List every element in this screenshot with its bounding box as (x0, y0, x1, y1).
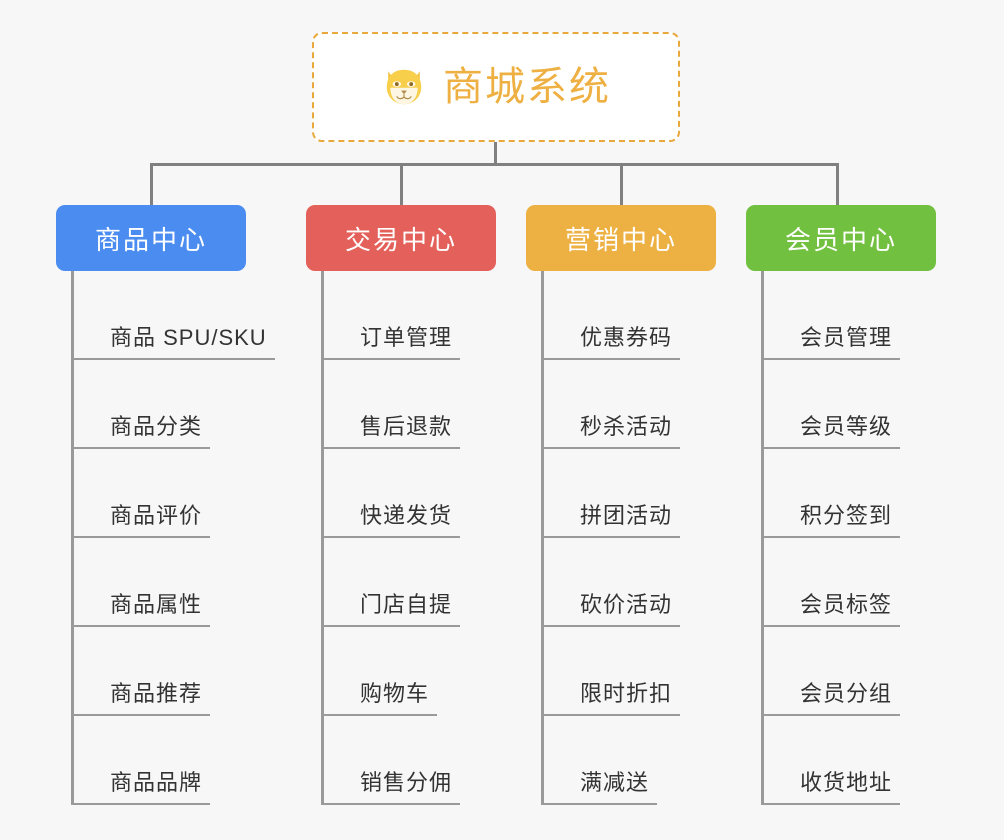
list-item[interactable]: 秒杀活动 (544, 360, 680, 449)
list-item[interactable]: 会员标签 (764, 538, 900, 627)
list-item-label: 会员分组 (800, 681, 893, 706)
list-item[interactable]: 限时折扣 (544, 627, 680, 716)
list-item[interactable]: 快递发货 (324, 449, 460, 538)
connector-root-stem (494, 142, 497, 165)
list-item-label: 拼团活动 (580, 503, 673, 528)
list-item-label: 满减送 (580, 770, 650, 795)
list-item[interactable]: 砍价活动 (544, 538, 680, 627)
list-item-label: 购物车 (360, 681, 430, 706)
list-item[interactable]: 商品 SPU/SKU (74, 271, 275, 360)
list-item[interactable]: 拼团活动 (544, 449, 680, 538)
branch-column-2: 交易中心 订单管理 售后退款 快递发货 门店自提 购物车 销售分佣 (306, 205, 496, 805)
list-item-label: 秒杀活动 (580, 414, 673, 439)
list-item-label: 快递发货 (360, 503, 453, 528)
list-item[interactable]: 积分签到 (764, 449, 900, 538)
list-item-label: 商品属性 (110, 592, 203, 617)
list-item[interactable]: 商品品牌 (74, 716, 210, 805)
list-item[interactable]: 销售分佣 (324, 716, 460, 805)
list-item[interactable]: 满减送 (544, 716, 657, 805)
branch-items-1: 商品 SPU/SKU 商品分类 商品评价 商品属性 商品推荐 商品品牌 (71, 271, 275, 805)
list-item-label: 销售分佣 (360, 770, 453, 795)
list-item-label: 订单管理 (360, 325, 453, 350)
list-item-label: 商品推荐 (110, 681, 203, 706)
connector-drop-4 (836, 163, 839, 205)
list-item[interactable]: 会员分组 (764, 627, 900, 716)
list-item-label: 商品品牌 (110, 770, 203, 795)
connector-drop-3 (620, 163, 623, 205)
branch-header-label: 会员中心 (784, 224, 897, 255)
list-item[interactable]: 售后退款 (324, 360, 460, 449)
list-item[interactable]: 商品属性 (74, 538, 210, 627)
list-item[interactable]: 会员等级 (764, 360, 900, 449)
list-item[interactable]: 优惠券码 (544, 271, 680, 360)
branch-header-2[interactable]: 交易中心 (306, 205, 496, 271)
branch-header-label: 交易中心 (344, 224, 457, 255)
branch-column-4: 会员中心 会员管理 会员等级 积分签到 会员标签 会员分组 收货地址 (746, 205, 936, 805)
list-item[interactable]: 商品推荐 (74, 627, 210, 716)
branch-header-label: 营销中心 (564, 224, 677, 255)
branch-items-3: 优惠券码 秒杀活动 拼团活动 砍价活动 限时折扣 满减送 (541, 271, 716, 805)
list-item[interactable]: 会员管理 (764, 271, 900, 360)
connector-drop-1 (150, 163, 153, 205)
list-item[interactable]: 订单管理 (324, 271, 460, 360)
branch-column-3: 营销中心 优惠券码 秒杀活动 拼团活动 砍价活动 限时折扣 满减送 (526, 205, 716, 805)
list-item[interactable]: 购物车 (324, 627, 437, 716)
branch-header-3[interactable]: 营销中心 (526, 205, 716, 271)
connector-drop-2 (400, 163, 403, 205)
list-item-label: 会员等级 (800, 414, 893, 439)
list-item-label: 会员标签 (800, 592, 893, 617)
root-title: 商城系统 (443, 65, 611, 109)
list-item-label: 砍价活动 (580, 592, 673, 617)
list-item-label: 门店自提 (360, 592, 453, 617)
branch-items-2: 订单管理 售后退款 快递发货 门店自提 购物车 销售分佣 (321, 271, 496, 805)
connector-horizontal-bus (150, 163, 839, 166)
list-item-label: 商品分类 (110, 414, 203, 439)
list-item-label: 收货地址 (800, 770, 893, 795)
root-node[interactable]: 商城系统 (312, 32, 680, 142)
list-item-label: 售后退款 (360, 414, 453, 439)
list-item-label: 商品评价 (110, 503, 203, 528)
branch-header-label: 商品中心 (94, 224, 207, 255)
list-item[interactable]: 门店自提 (324, 538, 460, 627)
list-item[interactable]: 商品评价 (74, 449, 210, 538)
list-item-label: 商品 SPU/SKU (110, 325, 267, 350)
branch-header-4[interactable]: 会员中心 (746, 205, 936, 271)
list-item[interactable]: 商品分类 (74, 360, 210, 449)
branch-column-1: 商品中心 商品 SPU/SKU 商品分类 商品评价 商品属性 商品推荐 商品品牌 (56, 205, 275, 805)
list-item-label: 优惠券码 (580, 325, 673, 350)
shiba-dog-face-icon (386, 69, 422, 105)
branch-header-1[interactable]: 商品中心 (56, 205, 246, 271)
list-item[interactable]: 收货地址 (764, 716, 900, 805)
branch-items-4: 会员管理 会员等级 积分签到 会员标签 会员分组 收货地址 (761, 271, 936, 805)
list-item-label: 会员管理 (800, 325, 893, 350)
list-item-label: 限时折扣 (580, 681, 673, 706)
list-item-label: 积分签到 (800, 503, 893, 528)
